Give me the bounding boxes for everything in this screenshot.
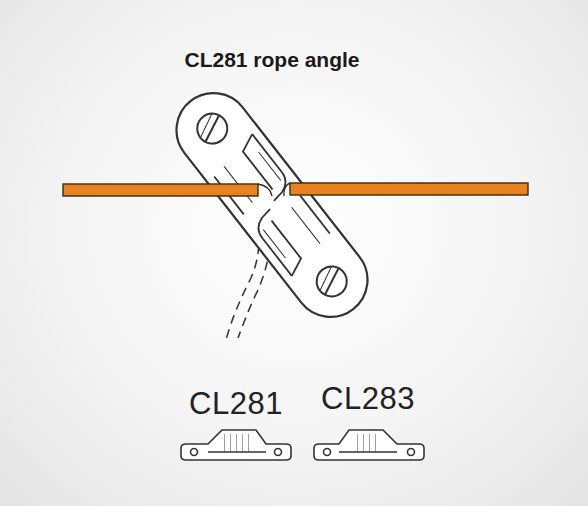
cleat-side-views [181,430,424,460]
part-label: CL281 [189,386,283,422]
part-label: CL283 [321,381,415,417]
rope [63,183,528,196]
title: CL281 rope angle [184,48,359,72]
cleat-top-view [162,78,383,332]
